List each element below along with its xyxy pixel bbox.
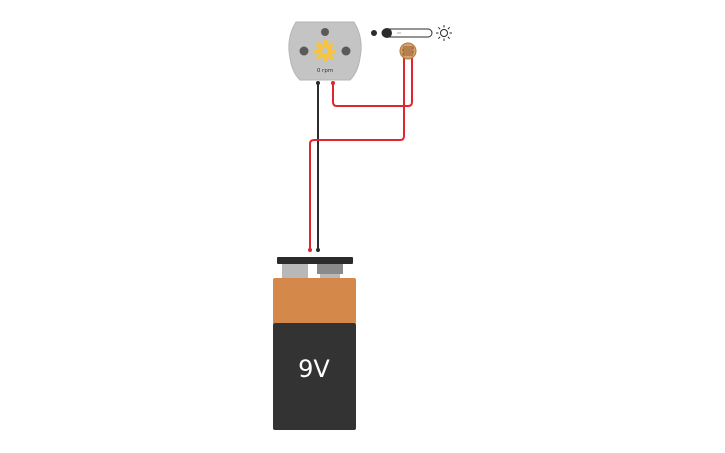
wire-red-sensor-to-battery[interactable]	[309, 58, 405, 250]
battery-snap-connector	[277, 257, 353, 264]
battery-9v[interactable]: 9V	[273, 257, 356, 430]
gear-icon	[314, 40, 336, 62]
photoresistor-trace	[402, 46, 414, 56]
battery-terminal-positive	[317, 264, 343, 274]
motor-speed-label: 0 rpm	[317, 68, 333, 74]
wires	[308, 58, 413, 252]
motor-screw-left	[299, 46, 309, 56]
light-slider-dot	[371, 30, 377, 36]
motor-screw-right	[341, 46, 351, 56]
battery-terminal-positive-base	[320, 274, 340, 278]
photoresistor[interactable]	[399, 42, 417, 60]
sun-icon	[436, 25, 452, 41]
wire-end-motor-red	[331, 81, 335, 85]
wire-end-motor-black	[316, 81, 320, 85]
battery-body	[273, 323, 356, 430]
dc-motor[interactable]: 0 rpm	[288, 21, 362, 81]
battery-label: 9V	[298, 355, 330, 383]
battery-cap	[273, 278, 356, 324]
wire-end-black	[316, 248, 320, 252]
light-slider-handle[interactable]	[382, 28, 392, 38]
battery-terminal-negative	[282, 264, 308, 278]
wire-end-red	[308, 248, 312, 252]
wire-red-motor-to-sensor[interactable]	[332, 58, 413, 107]
light-sensor-control[interactable]	[371, 25, 452, 41]
motor-screw-top	[321, 28, 329, 36]
